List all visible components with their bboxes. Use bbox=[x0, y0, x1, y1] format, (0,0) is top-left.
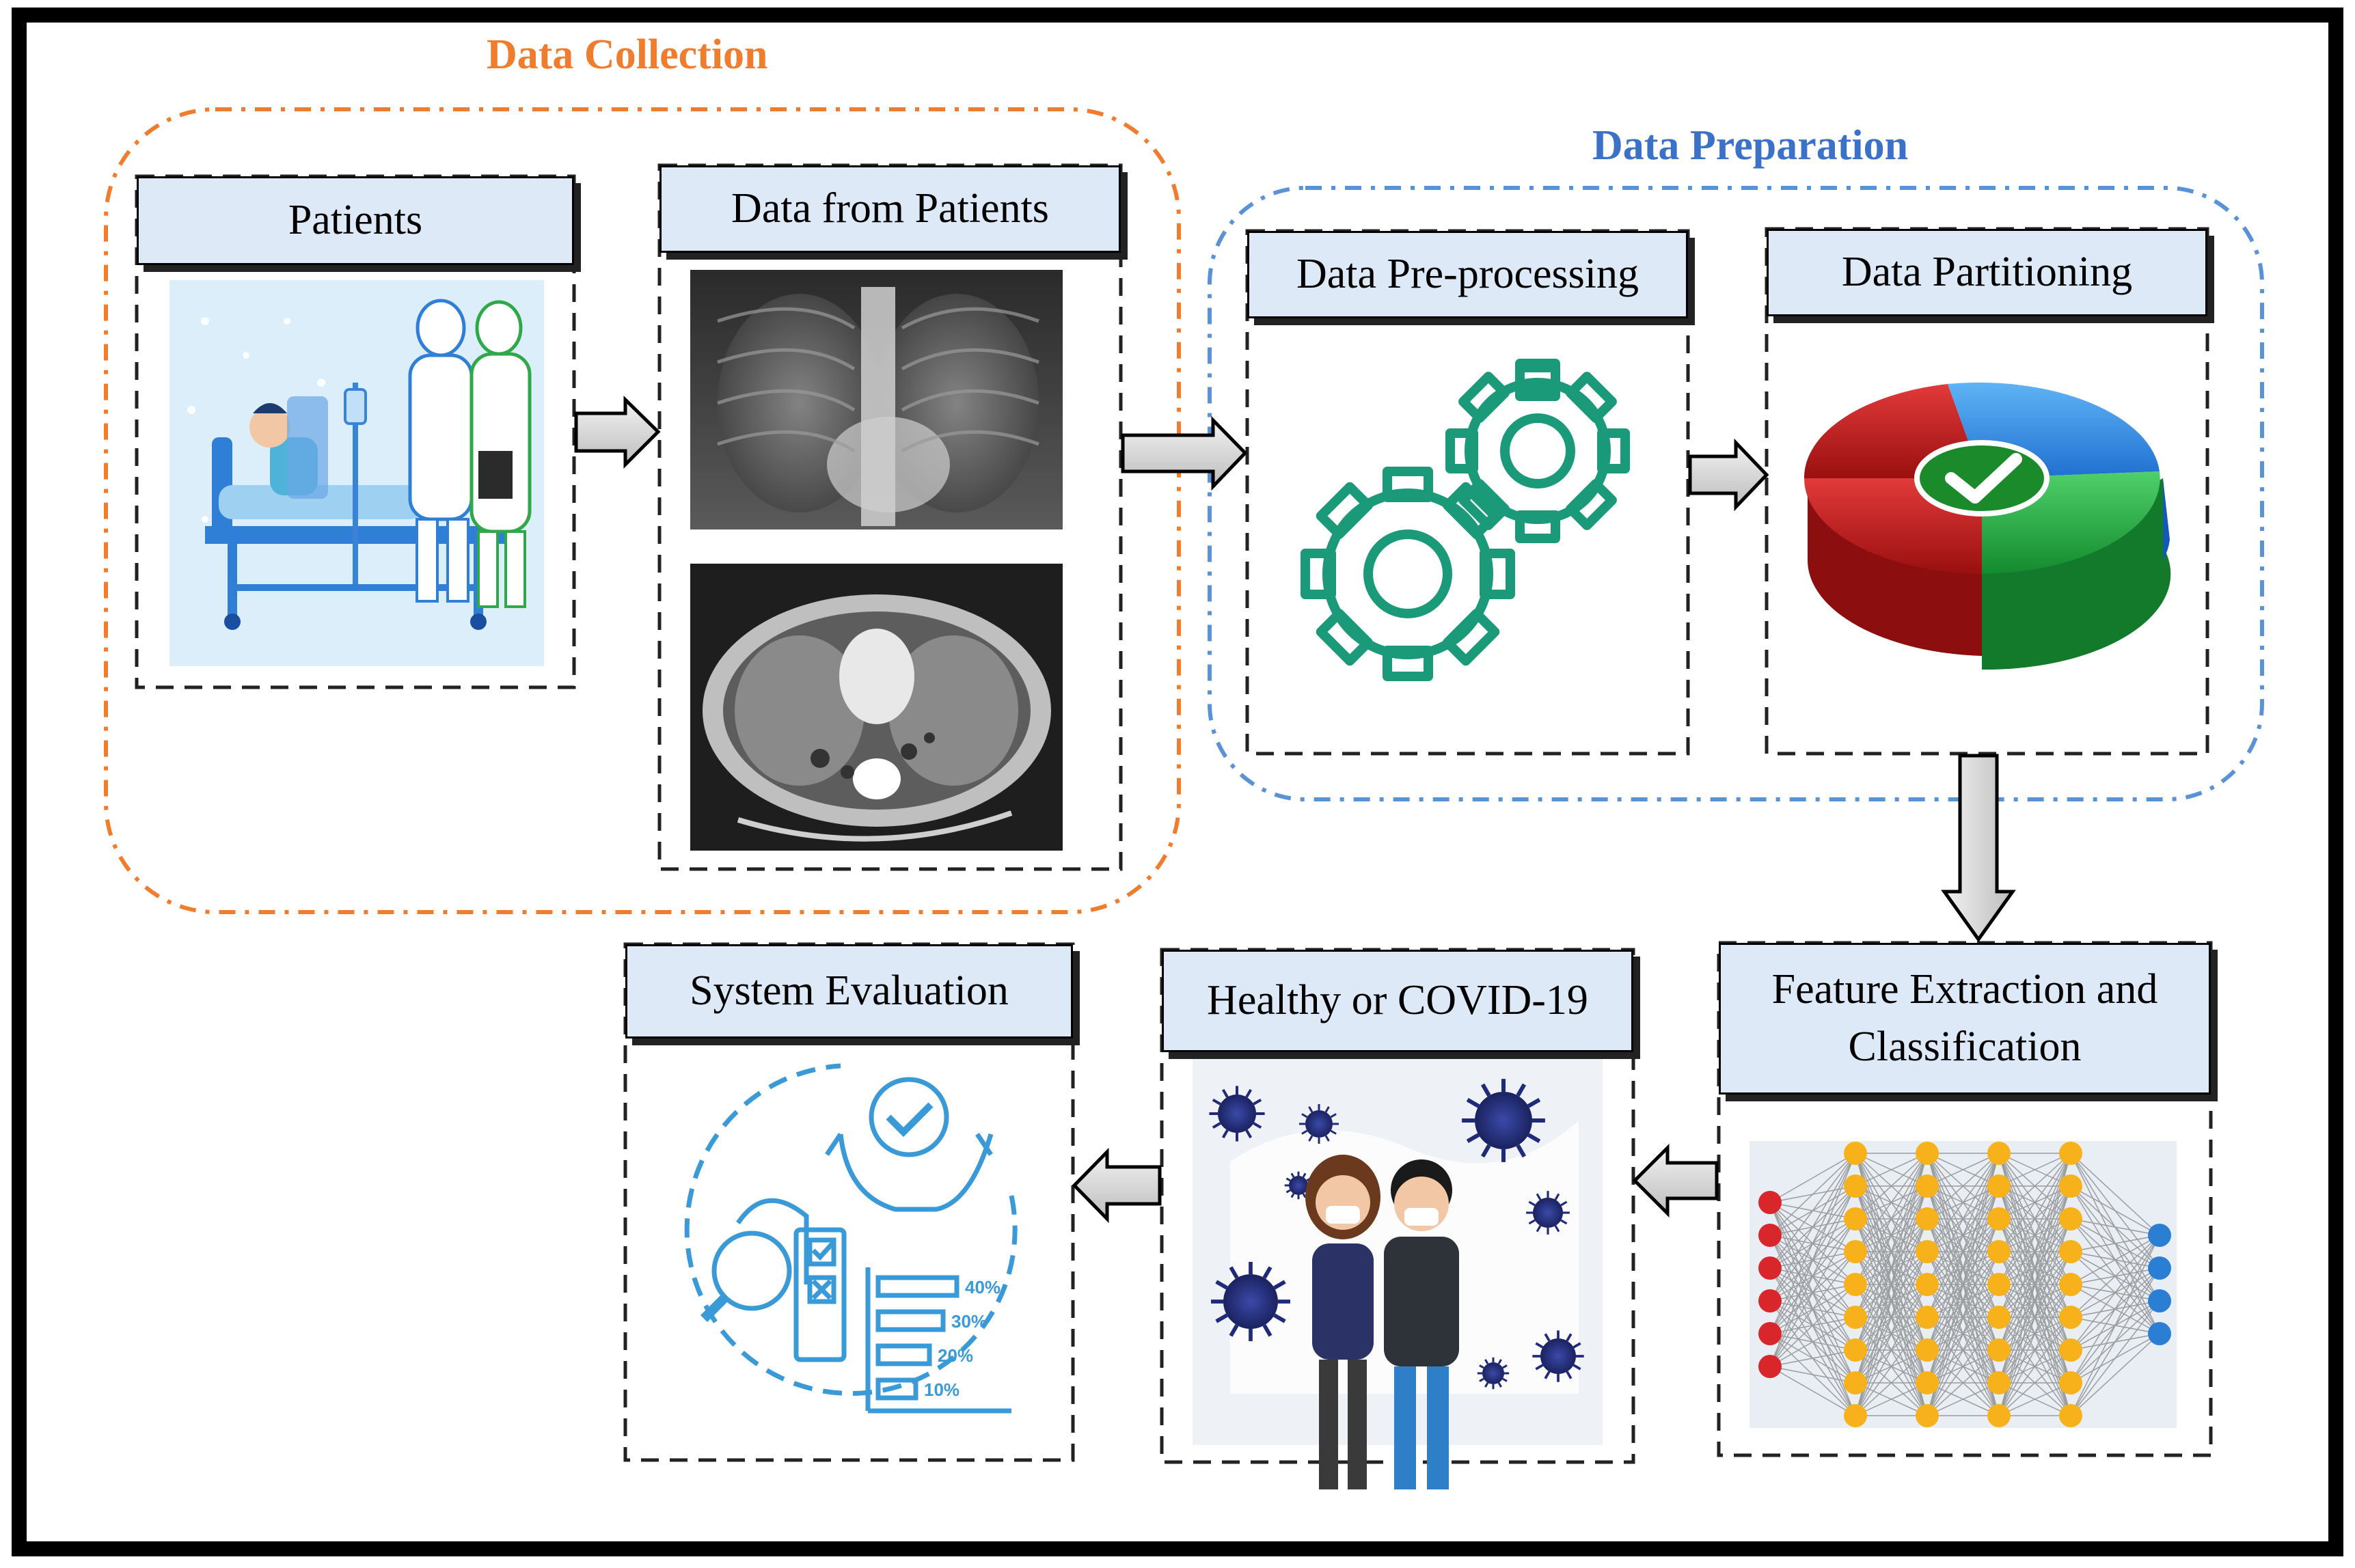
nn-node bbox=[1758, 1191, 1782, 1214]
data-partitioning-title: Data Partitioning bbox=[1767, 229, 2207, 316]
nn-node bbox=[1758, 1256, 1782, 1280]
eval-bar-label-2: 30% bbox=[951, 1311, 987, 1332]
virus-icon bbox=[1211, 1262, 1290, 1341]
nn-node bbox=[2148, 1224, 2171, 1247]
eval-bar-label-3: 20% bbox=[938, 1345, 973, 1366]
virus-icon bbox=[1477, 1357, 1510, 1390]
nn-node bbox=[2059, 1273, 2082, 1296]
nn-node bbox=[2059, 1306, 2082, 1329]
chest-xray-image bbox=[690, 270, 1063, 529]
feature-extraction-title-line1: Feature Extraction and bbox=[1771, 966, 2158, 1013]
nn-node bbox=[1844, 1371, 1867, 1394]
nn-node bbox=[1987, 1240, 2011, 1263]
system-evaluation-title: System Evaluation bbox=[625, 944, 1073, 1039]
data-preprocessing-title: Data Pre-processing bbox=[1247, 231, 1688, 318]
nn-node bbox=[1916, 1338, 1939, 1362]
virus-icon bbox=[1462, 1079, 1545, 1162]
nn-node bbox=[1987, 1142, 2011, 1165]
virus-icon bbox=[1532, 1330, 1584, 1382]
virus-icon bbox=[1526, 1191, 1570, 1235]
nn-node bbox=[2148, 1289, 2171, 1312]
nn-node bbox=[2059, 1174, 2082, 1198]
eval-bar-label-1: 40% bbox=[965, 1277, 1000, 1297]
data-partitioning-box bbox=[1765, 227, 2209, 756]
arrow-healthy-to-evaluation bbox=[1072, 1147, 1162, 1224]
data-collection-label: Data Collection bbox=[487, 31, 768, 78]
nn-node bbox=[2059, 1142, 2082, 1165]
patients-title: Patients bbox=[137, 176, 574, 265]
nn-node bbox=[2059, 1338, 2082, 1362]
outer-frame bbox=[12, 8, 2343, 1556]
nn-node bbox=[1987, 1174, 2011, 1198]
nn-node bbox=[1916, 1273, 1939, 1296]
arrow-feature-to-healthy bbox=[1632, 1143, 1719, 1218]
nn-node bbox=[1758, 1224, 1782, 1247]
nn-node bbox=[1916, 1404, 1939, 1427]
nn-node bbox=[1916, 1306, 1939, 1329]
arrow-data-to-preprocessing bbox=[1121, 415, 1248, 491]
nn-node bbox=[1844, 1338, 1867, 1362]
nn-node bbox=[2059, 1371, 2082, 1394]
arrow-preprocessing-to-partitioning bbox=[1688, 438, 1769, 512]
nn-node bbox=[2059, 1240, 2082, 1263]
nn-node bbox=[1758, 1355, 1782, 1378]
arrow-partitioning-to-feature bbox=[1941, 754, 2016, 943]
nn-node bbox=[1758, 1289, 1782, 1312]
nn-node bbox=[1916, 1371, 1939, 1394]
nn-node bbox=[1987, 1404, 2011, 1427]
feature-extraction-title: Feature Extraction and Classification bbox=[1719, 943, 2211, 1095]
neural-network-icon bbox=[1750, 1141, 2177, 1428]
nn-node bbox=[1844, 1273, 1867, 1296]
nn-node bbox=[1987, 1371, 2011, 1394]
healthy-covid-title: Healthy or COVID-19 bbox=[1162, 950, 1633, 1052]
system-evaluation-box bbox=[623, 942, 1075, 1462]
nn-node bbox=[1844, 1404, 1867, 1427]
data-preprocessing-box bbox=[1245, 229, 1690, 756]
people-with-masks-virus-illustration bbox=[1193, 1056, 1603, 1489]
nn-node bbox=[1844, 1240, 1867, 1263]
nn-node bbox=[1844, 1306, 1867, 1329]
nn-node bbox=[1844, 1174, 1867, 1198]
feature-extraction-title-line2: Classification bbox=[1848, 1023, 2082, 1070]
nn-node bbox=[2059, 1207, 2082, 1230]
nn-node bbox=[1987, 1306, 2011, 1329]
nn-node bbox=[1758, 1322, 1782, 1345]
data-preparation-group-outline bbox=[1208, 186, 2264, 801]
partition-pie-chart-icon bbox=[1803, 382, 2171, 670]
data-collection-group-outline bbox=[104, 107, 1181, 914]
nn-node bbox=[1987, 1273, 2011, 1296]
nn-node bbox=[1987, 1207, 2011, 1230]
system-evaluation-icon bbox=[684, 1063, 1018, 1414]
nn-node bbox=[2148, 1256, 2171, 1280]
data-preparation-label: Data Preparation bbox=[1592, 122, 1909, 169]
nn-node bbox=[1987, 1338, 2011, 1362]
nn-node bbox=[2059, 1404, 2082, 1427]
nn-node bbox=[1916, 1207, 1939, 1230]
virus-icon bbox=[1299, 1104, 1339, 1144]
nn-node bbox=[1844, 1142, 1867, 1165]
arrow-patients-to-data bbox=[574, 396, 661, 469]
patient-hospital-illustration bbox=[169, 280, 544, 666]
nn-node bbox=[1916, 1174, 1939, 1198]
nn-node bbox=[1844, 1207, 1867, 1230]
eval-bar-label-4: 10% bbox=[924, 1379, 959, 1400]
gears-icon bbox=[1301, 359, 1630, 681]
virus-icon bbox=[1209, 1086, 1265, 1142]
chest-ct-scan-image bbox=[690, 564, 1063, 851]
nn-node bbox=[2148, 1322, 2171, 1345]
nn-node bbox=[1916, 1240, 1939, 1263]
nn-node bbox=[1916, 1142, 1939, 1165]
data-from-patients-title: Data from Patients bbox=[659, 165, 1121, 253]
